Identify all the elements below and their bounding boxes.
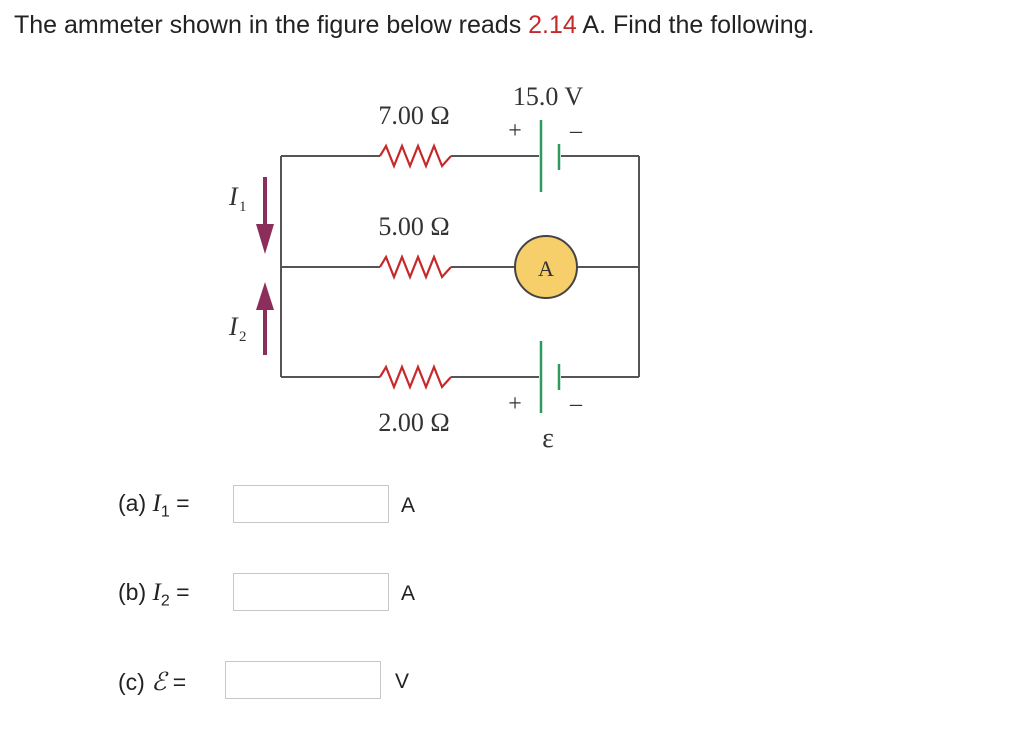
resistor-7-ohm <box>379 143 452 169</box>
resistor-2-ohm <box>379 364 452 390</box>
question-text: The ammeter shown in the figure below re… <box>14 8 814 42</box>
answer-c-symbol: ℰ <box>151 669 167 696</box>
resistor-5-ohm-label: 5.00 Ω <box>378 212 449 241</box>
battery-bottom-plus-sign: + <box>508 391 522 417</box>
battery-voltage-label: 15.0 V <box>513 82 584 111</box>
answer-c-label: (c) ℰ = <box>118 667 186 701</box>
answer-a-equals: = <box>176 490 190 516</box>
answer-c-input[interactable] <box>225 661 381 699</box>
current-i2-arrow-icon <box>256 282 274 355</box>
i2-label: I <box>228 312 239 341</box>
answer-c-part: (c) <box>118 669 145 695</box>
i2-subscript: 2 <box>239 329 247 345</box>
answer-b-part: (b) <box>118 579 147 605</box>
current-i1-arrow-icon <box>256 177 274 254</box>
answer-a-part: (a) <box>118 490 147 516</box>
answer-b-subscript: 2 <box>160 592 170 610</box>
circuit-wires <box>280 155 640 378</box>
question-prefix: The ammeter shown in the figure below re… <box>14 11 529 39</box>
question-suffix: A. Find the following. <box>576 11 815 39</box>
answer-b-unit: A <box>401 582 416 605</box>
answer-a-symbol: I <box>152 490 161 517</box>
answer-b-label: (b) I2 = <box>118 579 190 611</box>
answer-c-unit: V <box>395 670 410 693</box>
ammeter-icon <box>514 235 578 299</box>
answer-b-symbol: I <box>152 579 161 606</box>
answer-b-input[interactable] <box>233 573 389 611</box>
battery-15v <box>539 120 561 192</box>
answer-b-equals: = <box>176 579 190 605</box>
ammeter-reading-value: 2.14 <box>528 11 577 39</box>
battery-bottom-minus-sign: – <box>569 391 583 417</box>
answer-c-equals: = <box>172 669 187 695</box>
answer-a-unit: A <box>401 494 416 517</box>
answer-a-label: (a) I1 = <box>118 490 190 522</box>
ammeter-label: A <box>538 256 554 281</box>
i1-subscript: 1 <box>239 199 247 215</box>
resistor-5-ohm <box>379 254 452 280</box>
i1-label: I <box>228 182 239 211</box>
battery-top-minus-sign: – <box>569 118 583 144</box>
answer-a-input[interactable] <box>233 485 389 523</box>
battery-top-plus-sign: + <box>508 118 522 144</box>
emf-label: ε <box>542 423 554 454</box>
resistor-2-ohm-label: 2.00 Ω <box>378 408 449 437</box>
battery-emf <box>539 341 561 413</box>
resistor-7-ohm-label: 7.00 Ω <box>378 101 449 130</box>
answer-a-subscript: 1 <box>160 503 170 521</box>
